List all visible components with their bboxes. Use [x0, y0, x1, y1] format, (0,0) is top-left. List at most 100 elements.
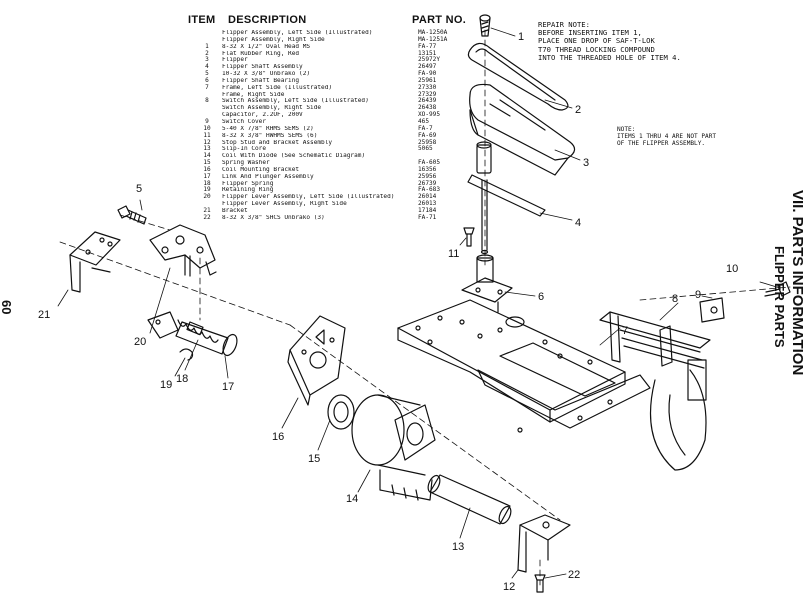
parts-row-description: Flipper — [222, 57, 248, 64]
assembly-axis-lines — [59, 29, 791, 586]
repair-note-line: BEFORE INSERTING ITEM 1, — [538, 28, 642, 38]
parts-row-description: Capacitor, 2.2UF, 200V — [222, 112, 303, 119]
callout-7: 7 — [622, 325, 628, 337]
parts-row-description: Coil With Diode (See Schematic Diagram) — [222, 153, 366, 160]
switch-cover-item-9 — [699, 297, 725, 323]
repair-note: REPAIR NOTE:BEFORE INSERTING ITEM 1,PLAC… — [538, 20, 681, 62]
parts-row-description: Flipper Spring — [222, 180, 274, 187]
parts-row-item: 21 — [203, 206, 211, 214]
parts-row-item: 7 — [205, 83, 209, 91]
parts-row-part-no: FA-7 — [418, 124, 433, 132]
repair-note-line: PLACE ONE DROP OF SAF-T-LOK — [538, 36, 655, 46]
parts-row-item: 5 — [205, 70, 209, 78]
repair-note-line: REPAIR NOTE: — [538, 20, 590, 29]
header-description: DESCRIPTION — [228, 14, 307, 26]
callout-16: 16 — [272, 431, 284, 443]
parts-row-description: Link And Plunger Assembly — [222, 173, 314, 180]
parts-row: Flipper Assembly, Right Side — [192, 37, 420, 44]
parts-row-item: 2 — [205, 49, 209, 57]
slip-in-core-item-13 — [427, 474, 512, 525]
parts-row-part-no: XO-995 — [418, 111, 441, 119]
parts-row-part-no: FA-683 — [418, 186, 441, 194]
callout-14: 14 — [346, 493, 358, 505]
parts-row-description: Spring Washer — [222, 160, 270, 167]
parts-row-description: Stop Stud and Bracket Assembly — [222, 139, 333, 146]
parts-row: 20 Flipper Lever Assembly, Left Side (Ill… — [192, 193, 420, 201]
parts-row-part-no: 17184 — [418, 206, 437, 214]
parts-row: 5 10-32 X 3/8" Unbrako (2) — [192, 70, 420, 78]
spring-washer-item-15 — [327, 394, 355, 430]
callout-2: 2 — [575, 104, 581, 116]
callout-12: 12 — [503, 581, 515, 593]
callout-10: 10 — [726, 263, 738, 275]
parts-row-description: Flipper Assembly, Right Side — [222, 36, 325, 43]
callout-15: 15 — [308, 453, 320, 465]
parts-row-part-no: 26438 — [418, 104, 437, 112]
parts-row-item: 22 — [203, 213, 211, 221]
parts-row-item: 19 — [203, 186, 211, 194]
screw-item-11 — [463, 227, 475, 247]
parts-row-description: 8-32 X 3/8" HWHMS SEMS (6) — [222, 132, 318, 139]
header-item: ITEM — [188, 14, 216, 26]
parts-row: Capacitor, 2.2UF, 200V — [192, 112, 420, 119]
parts-row: Flipper Lever Assembly, Right Side — [192, 201, 420, 208]
parts-row-part-no: 25961 — [418, 76, 437, 84]
flipper-lever-item-20 — [149, 224, 217, 277]
parts-row-description: Bracket — [222, 207, 248, 214]
screw-item-5 — [117, 205, 147, 225]
parts-row-description: Flipper Lever Assembly, Right Side — [222, 201, 347, 208]
parts-row: 2 Flat Rubber Ring, Red — [192, 49, 420, 58]
parts-row-description: 10-32 X 3/8" Unbrako (2) — [222, 71, 311, 78]
screw-item-22 — [534, 574, 546, 593]
parts-row-description: 5-40 X 7/8" RHMS SEMS (2) — [222, 125, 314, 132]
callout-22: 22 — [568, 569, 580, 581]
parts-row-item: 16 — [203, 165, 211, 173]
callout-5: 5 — [136, 183, 142, 195]
parts-row-description: Coil Mounting Bracket — [222, 166, 300, 173]
repair-note-line: T70 THREAD LOCKING COMPOUND — [538, 44, 655, 54]
parts-row-description: 8-32 X 3/8" SHCS Unbrako (3) — [222, 214, 325, 221]
parts-row-item: 8 — [205, 97, 209, 105]
parts-row-part-no: 465 — [418, 117, 430, 125]
repair-note-line: INTO THE THREADED HOLE OF ITEM 4. — [538, 52, 681, 62]
link-plunger-item-17 — [147, 311, 238, 357]
parts-row-item: 1 — [205, 42, 209, 50]
parts-row-item: 4 — [205, 63, 209, 71]
parts-row-part-no: FA-605 — [418, 159, 441, 167]
parts-row-part-no: FA-69 — [418, 131, 437, 139]
parts-row-part-no: FA-71 — [418, 213, 437, 221]
header-part-no: PART NO. — [412, 14, 467, 26]
callout-21: 21 — [38, 309, 50, 321]
retaining-ring-item-19 — [179, 348, 194, 361]
parts-row-description: Flat Rubber Ring, Red — [222, 50, 300, 57]
assembly-note-line: OF THE FLIPPER ASSEMBLY. — [617, 139, 706, 147]
shaft-bearing-item-6 — [461, 254, 513, 313]
callout-19: 19 — [160, 379, 172, 391]
parts-row-part-no: 25972Y — [418, 56, 441, 64]
parts-row-part-no: 25956 — [418, 172, 437, 180]
parts-row-description: Switch Assembly, Left Side (Illustrated) — [222, 98, 369, 105]
parts-row: Flipper Assembly, Left Side (Illustrated… — [192, 30, 420, 37]
stop-stud-bracket-item-12 — [517, 514, 571, 573]
parts-row-description: Flipper Shaft Assembly — [222, 64, 303, 71]
parts-row-item: 20 — [203, 193, 211, 201]
parts-row-item: 18 — [203, 179, 211, 187]
parts-row-part-no: FA-90 — [418, 70, 437, 78]
coil-item-14 — [351, 394, 436, 501]
parts-row-description: Flipper Lever Assembly, Left Side (Illus… — [222, 194, 395, 201]
callout-13: 13 — [452, 541, 464, 553]
frame-item-7 — [397, 299, 651, 433]
parts-row-item: 12 — [203, 138, 211, 146]
callout-1: 1 — [518, 31, 524, 43]
parts-row: 21 Bracket — [192, 206, 420, 215]
parts-row-item: 11 — [203, 131, 211, 139]
parts-row: Frame, Right Side — [192, 92, 420, 99]
bracket-item-21 — [69, 231, 121, 293]
parts-row: 4 Flipper Shaft Assembly — [192, 63, 420, 71]
parts-row: 16 Coil Mounting Bracket — [192, 165, 420, 174]
